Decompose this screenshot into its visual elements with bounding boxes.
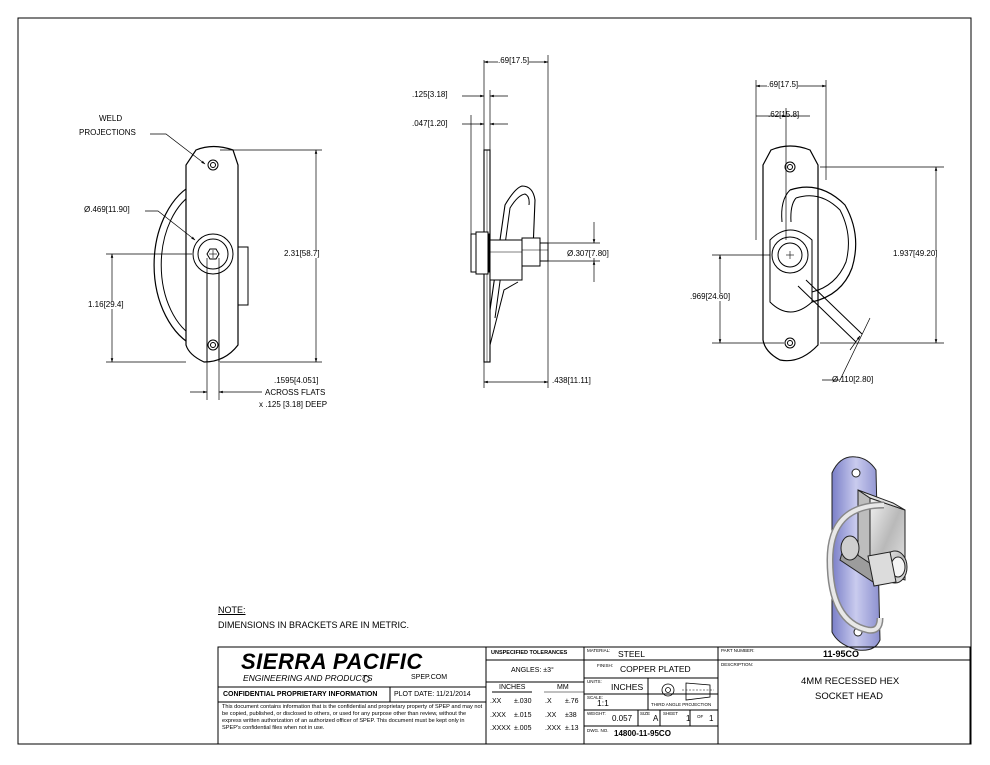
projection-symbol (661, 682, 714, 701)
company-name: SIERRA PACIFIC (241, 649, 423, 674)
part-number-label: PART NUMBER: (721, 648, 755, 653)
dwg-number: 14800-11-95CO (614, 729, 671, 738)
finish-label: FINISH: (597, 663, 614, 668)
sheet-border (17, 17, 972, 745)
scale-value: 1:1 (597, 698, 609, 708)
tol-row-mm-fmt: .XXX (545, 725, 561, 732)
tol-inches-header: INCHES (499, 684, 526, 691)
dim-rear-969: .969[24.60] (690, 292, 731, 301)
size-value: A (653, 714, 659, 723)
dim-116: 1.16[29.4] (88, 300, 124, 309)
of-value: 1 (709, 714, 714, 723)
tol-row-in-val: ±.005 (514, 725, 532, 732)
website: SPEP.COM (411, 674, 448, 681)
note-text: DIMENSIONS IN BRACKETS ARE IN METRIC. (218, 620, 410, 630)
weight-label: WEIGHT: (587, 711, 606, 716)
description-label: DESCRIPTION: (721, 662, 754, 667)
tol-row-in-val: ±.030 (514, 698, 532, 705)
scale-label: SCALE: (587, 695, 604, 700)
dim-side-438: .438[11.11] (552, 376, 591, 385)
tol-row-in-fmt: .XXX (490, 712, 506, 719)
note-title: NOTE: (218, 605, 246, 615)
projections-label: PROJECTIONS (79, 128, 136, 137)
copyright-mark (362, 675, 370, 683)
dim-231: 2.31[58.7] (284, 249, 320, 258)
dim-side-125: .125[3.18] (412, 90, 448, 99)
tol-row-in-val: ±.015 (514, 712, 532, 719)
dwg-label: DWG. NO. (587, 728, 609, 733)
confidential-heading: CONFIDENTIAL PROPRIETARY INFORMATION (223, 691, 378, 698)
size-label: SIZE (640, 711, 651, 716)
units-label: UNITS: (587, 679, 602, 684)
rear-view-dims (712, 80, 944, 381)
rear-view (762, 145, 863, 362)
dim-side-069: .69[17.5] (498, 56, 530, 65)
dim-flats-1: .1595[4.051] (274, 376, 319, 385)
dim-flats-2: ACROSS FLATS (265, 388, 326, 397)
tol-row-mm-val: ±.76 (565, 698, 579, 705)
dim-rear-1937: 1.937[49.20] (893, 249, 938, 258)
dim-side-047: .047[1.20] (412, 119, 448, 128)
finish-value: COPPER PLATED (620, 664, 691, 674)
description-line-1: 4MM RECESSED HEX (801, 676, 900, 687)
dim-rear-110: Ø.110[2.80] (832, 375, 874, 384)
tol-row-mm-fmt: .X (545, 698, 552, 705)
projection-label: THIRD ANGLE PROJECTION (651, 702, 712, 707)
tol-row-mm-fmt: .XX (545, 712, 557, 719)
tol-mm-header: MM (557, 684, 569, 691)
description-line-2: SOCKET HEAD (815, 691, 883, 702)
sheet-label: SHEET (663, 711, 679, 716)
side-view-dims (462, 55, 600, 388)
dim-dia-469: Ø.469[11.90] (84, 205, 130, 214)
sheet-value: 1 (686, 714, 691, 723)
part-number: 11-95CO (823, 649, 860, 659)
units-value: INCHES (611, 682, 644, 692)
tol-row-mm-val: ±.13 (565, 725, 579, 732)
dim-flats-3: x .125 [3.18] DEEP (259, 400, 328, 409)
weight-value: 0.057 (612, 714, 633, 723)
material-value: STEEL (618, 649, 645, 659)
of-label: OF (697, 714, 704, 719)
tol-row-in-fmt: .XX (490, 698, 502, 705)
title-block-grid (217, 646, 971, 745)
dim-side-307: Ø.307[7.80] (567, 249, 609, 258)
material-label: MATERIAL: (587, 648, 611, 653)
front-view (153, 145, 249, 363)
plot-date: PLOT DATE: 11/21/2014 (394, 691, 471, 698)
dim-rear-069: .69[17.5] (767, 80, 799, 89)
confidential-text: This document contains information that … (222, 704, 483, 731)
weld-label: WELD (99, 114, 123, 123)
company-subtitle: ENGINEERING AND PRODUCTS (243, 673, 373, 683)
side-view (470, 149, 549, 363)
tol-row-mm-val: ±38 (565, 712, 577, 719)
isometric-view (826, 456, 908, 651)
tolerance-heading: UNSPECIFIED TOLERANCES (491, 650, 568, 656)
dim-rear-062: .62[15.8] (768, 110, 800, 119)
tol-row-in-fmt: .XXXX (490, 725, 511, 732)
angles-tolerance: ANGLES: ±3° (511, 667, 554, 674)
